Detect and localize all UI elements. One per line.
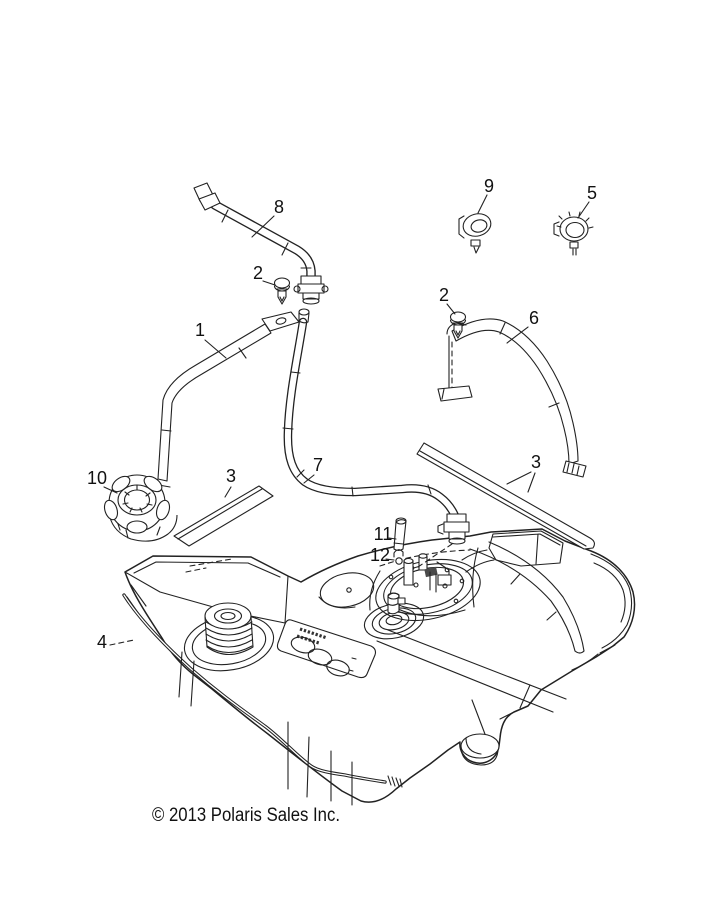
- part-12-clip: [393, 549, 404, 565]
- callout-7: 7: [303, 455, 323, 484]
- part-2-fastener-right: [449, 311, 467, 339]
- callout-4-label: 4: [97, 632, 107, 652]
- callout-2-right-label: 2: [439, 285, 449, 305]
- callout-2-left-label: 2: [253, 263, 263, 283]
- callouts: 8 2 9 5 1 2 6 10: [87, 176, 597, 652]
- part-7-vent-line: [282, 308, 470, 570]
- part-10-fuel-cap: [103, 474, 178, 542]
- fuel-hose-connector: [293, 275, 329, 305]
- part-2-fastener-left: [273, 277, 291, 305]
- callout-2-left: 2: [253, 263, 276, 286]
- part-6-strap-right: [437, 318, 587, 478]
- filler-neck: [183, 602, 275, 672]
- part-8-fuel-hose: [193, 182, 329, 305]
- callout-3-right: 3: [506, 452, 541, 493]
- fuel-pump-assembly: [375, 553, 481, 621]
- copyright-text: © 2013 Polaris Sales Inc.: [152, 805, 340, 826]
- callout-3-right-label: 3: [531, 452, 541, 472]
- tank-warning-label: [276, 619, 377, 679]
- tank-seam-line: [122, 593, 403, 788]
- callout-1-label: 1: [195, 320, 205, 340]
- callout-6-label: 6: [529, 308, 539, 328]
- callout-9-label: 9: [484, 176, 494, 196]
- strap-saddle: [461, 530, 585, 654]
- part-1-strap-left: [152, 311, 300, 488]
- callout-12-label: 12: [370, 545, 390, 565]
- callout-10-label: 10: [87, 468, 107, 488]
- callout-3-left: 3: [224, 466, 236, 498]
- callout-8: 8: [251, 197, 284, 238]
- callout-10: 10: [87, 468, 118, 494]
- callout-9: 9: [477, 176, 494, 214]
- callout-5: 5: [577, 183, 597, 219]
- part-11-hose-segment: [393, 517, 407, 552]
- callout-11-label: 11: [374, 524, 393, 544]
- part-3-foam-pad-left: [173, 485, 274, 547]
- access-plate: [318, 572, 375, 609]
- tank-outline: [124, 528, 636, 803]
- callout-8-label: 8: [274, 197, 284, 217]
- part-4-fuel-tank: [122, 528, 636, 806]
- callout-5-label: 5: [587, 183, 597, 203]
- callout-6: 6: [506, 308, 539, 344]
- vent-line-connector: [437, 513, 470, 545]
- callout-3-left-label: 3: [226, 466, 236, 486]
- callout-1: 1: [195, 320, 227, 359]
- callout-12: 12: [370, 545, 395, 565]
- callout-7-label: 7: [313, 455, 323, 475]
- callout-4: 4: [97, 632, 135, 652]
- callout-11: 11: [374, 524, 397, 544]
- outlet-grommet: [363, 592, 425, 640]
- part-3-foam-pad-right: [416, 442, 596, 550]
- callout-2-right: 2: [439, 285, 456, 315]
- part-9-clamp: [458, 213, 492, 254]
- part-5-clamp: [553, 211, 594, 256]
- tank-foot: [460, 711, 515, 766]
